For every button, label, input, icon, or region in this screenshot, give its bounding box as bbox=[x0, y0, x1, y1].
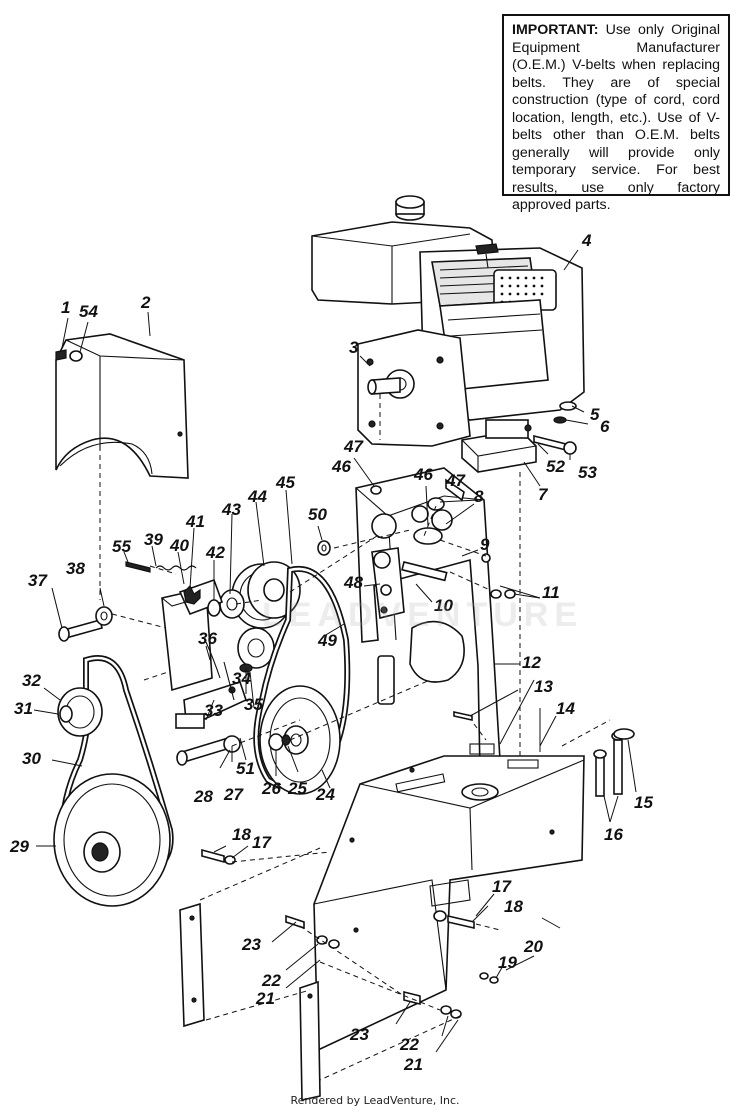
callout-38: 38 bbox=[66, 559, 85, 578]
callout-49: 49 bbox=[317, 631, 337, 650]
callout-39: 39 bbox=[144, 530, 163, 549]
callout-numbers: 1 54 2 3 4 5 6 52 53 7 47 46 46 47 8 50 … bbox=[9, 231, 653, 1074]
callout-42: 42 bbox=[205, 543, 225, 562]
cover-screw bbox=[55, 349, 83, 362]
callout-1: 1 bbox=[61, 298, 70, 317]
callout-47-right: 47 bbox=[445, 471, 466, 490]
callout-30: 30 bbox=[22, 749, 41, 768]
callout-28: 28 bbox=[193, 787, 213, 806]
frame-hardware bbox=[317, 485, 516, 599]
callout-22-left: 22 bbox=[261, 971, 281, 990]
bolt-37 bbox=[58, 606, 113, 642]
callout-36: 36 bbox=[198, 629, 217, 648]
callout-29: 29 bbox=[9, 837, 29, 856]
callout-20: 20 bbox=[523, 937, 543, 956]
callout-10: 10 bbox=[434, 596, 453, 615]
callout-2: 2 bbox=[140, 293, 151, 312]
callout-13: 13 bbox=[534, 677, 553, 696]
footer-credit: Rendered by LeadVenture, Inc. bbox=[290, 1094, 460, 1107]
callout-3: 3 bbox=[349, 338, 359, 357]
pulley-43 bbox=[219, 589, 245, 619]
callout-23-left: 23 bbox=[241, 935, 261, 954]
callout-12: 12 bbox=[522, 653, 541, 672]
callout-46-right: 46 bbox=[413, 465, 433, 484]
callout-34: 34 bbox=[232, 669, 251, 688]
callout-53: 53 bbox=[578, 463, 597, 482]
callout-24: 24 bbox=[315, 785, 335, 804]
watermark: LEADVENTURE bbox=[262, 596, 584, 634]
callout-9: 9 bbox=[480, 535, 490, 554]
callout-21-left: 21 bbox=[255, 989, 275, 1008]
assembly-lines bbox=[99, 356, 611, 1081]
engine-base-plate bbox=[461, 419, 537, 473]
callout-19: 19 bbox=[498, 953, 517, 972]
auger-housing bbox=[313, 755, 585, 1052]
callout-35: 35 bbox=[244, 695, 263, 714]
washer-42 bbox=[207, 599, 221, 617]
belt-cover bbox=[55, 333, 189, 479]
callout-22-bottom: 22 bbox=[399, 1035, 419, 1054]
mount-hardware bbox=[533, 401, 577, 455]
callout-11: 11 bbox=[542, 583, 560, 602]
important-notice: IMPORTANT: Use only Original Equipment M… bbox=[502, 14, 730, 213]
engine-assembly bbox=[311, 195, 585, 447]
pin-55 bbox=[125, 561, 151, 573]
callout-54: 54 bbox=[79, 302, 98, 321]
callout-26: 26 bbox=[261, 779, 281, 798]
callout-23-bottom: 23 bbox=[349, 1025, 369, 1044]
callout-7: 7 bbox=[538, 485, 549, 504]
leader-lines bbox=[33, 249, 637, 1053]
callout-15: 15 bbox=[634, 793, 653, 812]
housing-bolts bbox=[593, 728, 635, 797]
small-pulley bbox=[57, 687, 103, 737]
callout-5: 5 bbox=[590, 405, 600, 424]
callout-43: 43 bbox=[221, 500, 241, 519]
callout-44: 44 bbox=[247, 487, 267, 506]
idler-bracket bbox=[371, 547, 448, 619]
callout-41: 41 bbox=[185, 512, 205, 531]
bolt-28 bbox=[176, 735, 241, 766]
callout-37: 37 bbox=[28, 571, 48, 590]
washer-26 bbox=[268, 733, 284, 751]
callout-25: 25 bbox=[287, 779, 307, 798]
callout-45: 45 bbox=[275, 473, 295, 492]
notice-title: IMPORTANT: bbox=[512, 22, 599, 38]
callout-55: 55 bbox=[112, 537, 131, 556]
callout-6: 6 bbox=[600, 417, 610, 436]
notice-body: Use only Original Equipment Manufacturer… bbox=[512, 22, 720, 213]
callout-18-top: 18 bbox=[232, 825, 251, 844]
callout-21-bottom: 21 bbox=[403, 1055, 423, 1074]
callout-16: 16 bbox=[604, 825, 623, 844]
callout-8: 8 bbox=[474, 487, 484, 506]
callout-18-right: 18 bbox=[504, 897, 523, 916]
callout-52: 52 bbox=[546, 457, 565, 476]
callout-27: 27 bbox=[223, 785, 244, 804]
clutch-bracket bbox=[155, 565, 247, 729]
nut-25 bbox=[281, 734, 291, 746]
callout-40: 40 bbox=[169, 536, 189, 555]
callout-33: 33 bbox=[204, 701, 223, 720]
callout-17-right: 17 bbox=[492, 877, 512, 896]
large-pulley bbox=[53, 773, 171, 907]
callout-50: 50 bbox=[308, 505, 327, 524]
callout-31: 31 bbox=[14, 699, 33, 718]
drive-pulley-upper bbox=[231, 561, 301, 629]
callout-14: 14 bbox=[556, 699, 575, 718]
callout-47-left: 47 bbox=[343, 437, 364, 456]
callout-48: 48 bbox=[343, 573, 363, 592]
callout-32: 32 bbox=[22, 671, 41, 690]
callout-46-left: 46 bbox=[331, 457, 351, 476]
callout-4: 4 bbox=[581, 231, 592, 250]
callout-17-top: 17 bbox=[252, 833, 272, 852]
frame-plate bbox=[355, 467, 501, 774]
side-rails bbox=[179, 902, 321, 1101]
callout-51: 51 bbox=[236, 759, 255, 778]
